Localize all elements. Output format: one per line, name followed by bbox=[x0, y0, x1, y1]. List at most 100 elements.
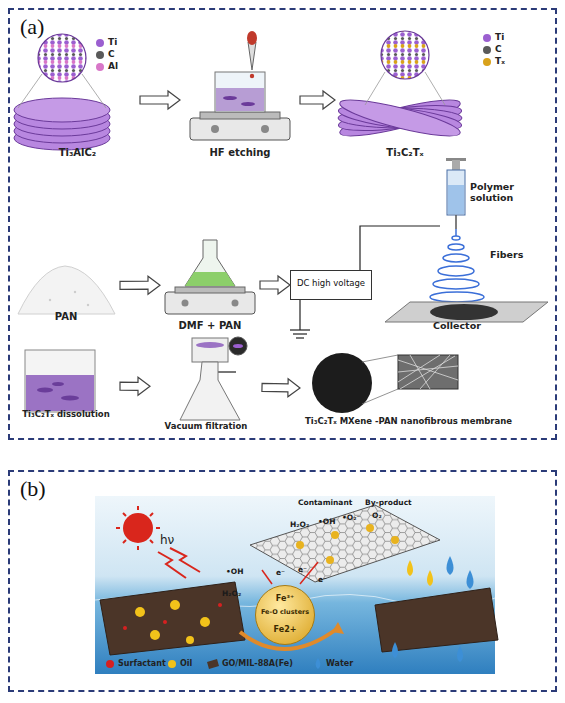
annotation-label: H₂O₂ bbox=[290, 521, 309, 530]
electrospinning-setup-part bbox=[455, 215, 457, 229]
max-phase-stack-part bbox=[14, 98, 110, 122]
mxene-beaker bbox=[25, 350, 95, 412]
photo-fenton-scene-part bbox=[447, 556, 454, 575]
legend-label: C bbox=[108, 49, 115, 59]
annotation-label: hν bbox=[160, 534, 174, 548]
pan-powder bbox=[18, 266, 115, 314]
electrospinning-setup-part bbox=[293, 333, 307, 334]
mxene-beaker-part bbox=[26, 375, 94, 411]
membrane-disc-part bbox=[362, 389, 398, 404]
node-label: Polymer solution bbox=[470, 182, 555, 204]
annotation-label: By-product bbox=[365, 499, 412, 508]
dissolving-setup-part bbox=[165, 292, 255, 314]
photo-fenton-scene-part bbox=[100, 582, 245, 655]
annotation-label: e⁻ bbox=[318, 576, 327, 585]
electrospinning-setup-part bbox=[430, 292, 484, 302]
hf-etching-setup bbox=[190, 31, 290, 140]
photo-fenton-scene-part bbox=[326, 556, 334, 564]
hf-etching-setup-part bbox=[261, 125, 269, 133]
filtration-flask-part bbox=[229, 337, 247, 355]
pan-powder-part bbox=[87, 304, 89, 306]
node-label: Ti₃C₂Tₓ bbox=[335, 147, 475, 159]
process-arrow bbox=[120, 377, 150, 395]
legend-label: Al bbox=[108, 61, 118, 71]
legend-label: C bbox=[495, 44, 502, 54]
electrospinning-setup-part bbox=[443, 254, 469, 262]
membrane-disc-part bbox=[362, 355, 398, 362]
cluster-circle: Fe³⁺Fe-O clustersFe2+ bbox=[255, 585, 315, 645]
process-arrow bbox=[300, 91, 335, 109]
annotation-label: •OH bbox=[318, 518, 335, 527]
hf-etching-setup-part bbox=[216, 88, 264, 111]
step-node: HF etching bbox=[180, 35, 300, 165]
max-phase-stack bbox=[14, 34, 110, 150]
process-arrow bbox=[260, 276, 290, 294]
hf-etching-setup-part bbox=[248, 42, 256, 70]
step-node: PAN bbox=[12, 243, 120, 328]
photo-fenton-scene-part bbox=[262, 570, 272, 584]
photo-fenton-scene-part bbox=[392, 642, 398, 658]
electrospinning-setup-part bbox=[433, 279, 479, 289]
legend-label: GO/MIL-88A(Fe) bbox=[222, 659, 293, 668]
legend-label: Oil bbox=[180, 659, 192, 668]
electrospinning-setup-part bbox=[452, 236, 460, 240]
photo-fenton-scene-part bbox=[135, 607, 145, 617]
node-label: Ti₃C₂Tₓ dissolution bbox=[6, 410, 126, 420]
photo-fenton-scene-part bbox=[250, 505, 440, 582]
photo-fenton-scene-part bbox=[391, 536, 399, 544]
node-label: (a) bbox=[20, 14, 80, 39]
legend-symbol bbox=[206, 658, 220, 670]
photo-fenton-scene-part bbox=[150, 630, 160, 640]
node-label: Ti₃C₂Tₓ MXene -PAN nanofibrous membrane bbox=[305, 417, 550, 427]
electrospinning-setup-part bbox=[448, 244, 464, 250]
photo-fenton-scene-part bbox=[375, 588, 498, 652]
electrospinning-setup-part bbox=[448, 185, 464, 214]
legend-label: Ti bbox=[108, 37, 117, 47]
node-label: Fe³⁺ bbox=[256, 594, 314, 603]
photo-fenton-scene-part bbox=[296, 541, 304, 549]
filtration-flask-part bbox=[180, 362, 240, 420]
step-node: Vacuum filtration bbox=[150, 338, 262, 435]
legend-swatch bbox=[483, 34, 491, 42]
photo-fenton-scene-part bbox=[366, 524, 374, 532]
mxene-accordion-part bbox=[337, 93, 462, 142]
photo-fenton-scene-part bbox=[331, 531, 339, 539]
node-label: HF etching bbox=[180, 147, 300, 159]
panel-frame: (b) Fe³⁺Fe-O clustersFe2+ bbox=[8, 470, 557, 692]
photo-fenton-scene-part bbox=[123, 513, 153, 543]
dissolving-setup-part bbox=[185, 240, 235, 286]
annotation-label: •O₂⁻ bbox=[342, 514, 360, 523]
pan-powder-part bbox=[74, 291, 76, 293]
node-label: DC high voltage bbox=[291, 279, 371, 289]
max-phase-stack-part bbox=[82, 74, 106, 108]
legend-swatch bbox=[96, 39, 104, 47]
mxene-accordion-part bbox=[425, 72, 445, 105]
filtration-flask bbox=[180, 337, 247, 420]
photo-fenton-scene-part bbox=[467, 570, 474, 589]
node-label: Collector bbox=[433, 321, 523, 332]
legend-label: Water bbox=[326, 659, 353, 668]
electrospinning-setup-part bbox=[438, 266, 474, 276]
annotation-label: Contaminant bbox=[298, 499, 352, 508]
node-label: Fe2+ bbox=[256, 625, 314, 634]
syringe-node: Polymer solution bbox=[440, 158, 557, 232]
hf-etching-setup-part bbox=[190, 118, 290, 140]
dissolving-setup-part bbox=[175, 287, 245, 293]
hf-etching-setup-part bbox=[215, 72, 265, 112]
node-label: Fibers bbox=[490, 250, 555, 261]
mxene-accordion-part bbox=[365, 72, 385, 105]
node-label: (b) bbox=[20, 476, 80, 501]
node-label: DMF + PAN bbox=[160, 320, 260, 332]
legend-swatch bbox=[96, 63, 104, 71]
collector-node: FibersCollector bbox=[378, 232, 557, 335]
panel-frame: (a)Ti₃AlC₂HF etchingTi₃C₂TₓPANDMF + PAND… bbox=[8, 8, 557, 440]
step-node: Ti₃C₂Tₓ MXene -PAN nanofibrous membrane bbox=[300, 345, 552, 435]
legend-swatch bbox=[96, 51, 104, 59]
photo-fenton-scene-part bbox=[200, 617, 210, 627]
dissolving-setup-part bbox=[182, 300, 189, 307]
legend-label: Ti bbox=[495, 32, 504, 42]
legend-swatch bbox=[106, 660, 114, 668]
electrospinning-setup-part bbox=[290, 329, 310, 330]
node-label: PAN bbox=[12, 311, 120, 323]
filtration-flask-part bbox=[233, 344, 243, 348]
